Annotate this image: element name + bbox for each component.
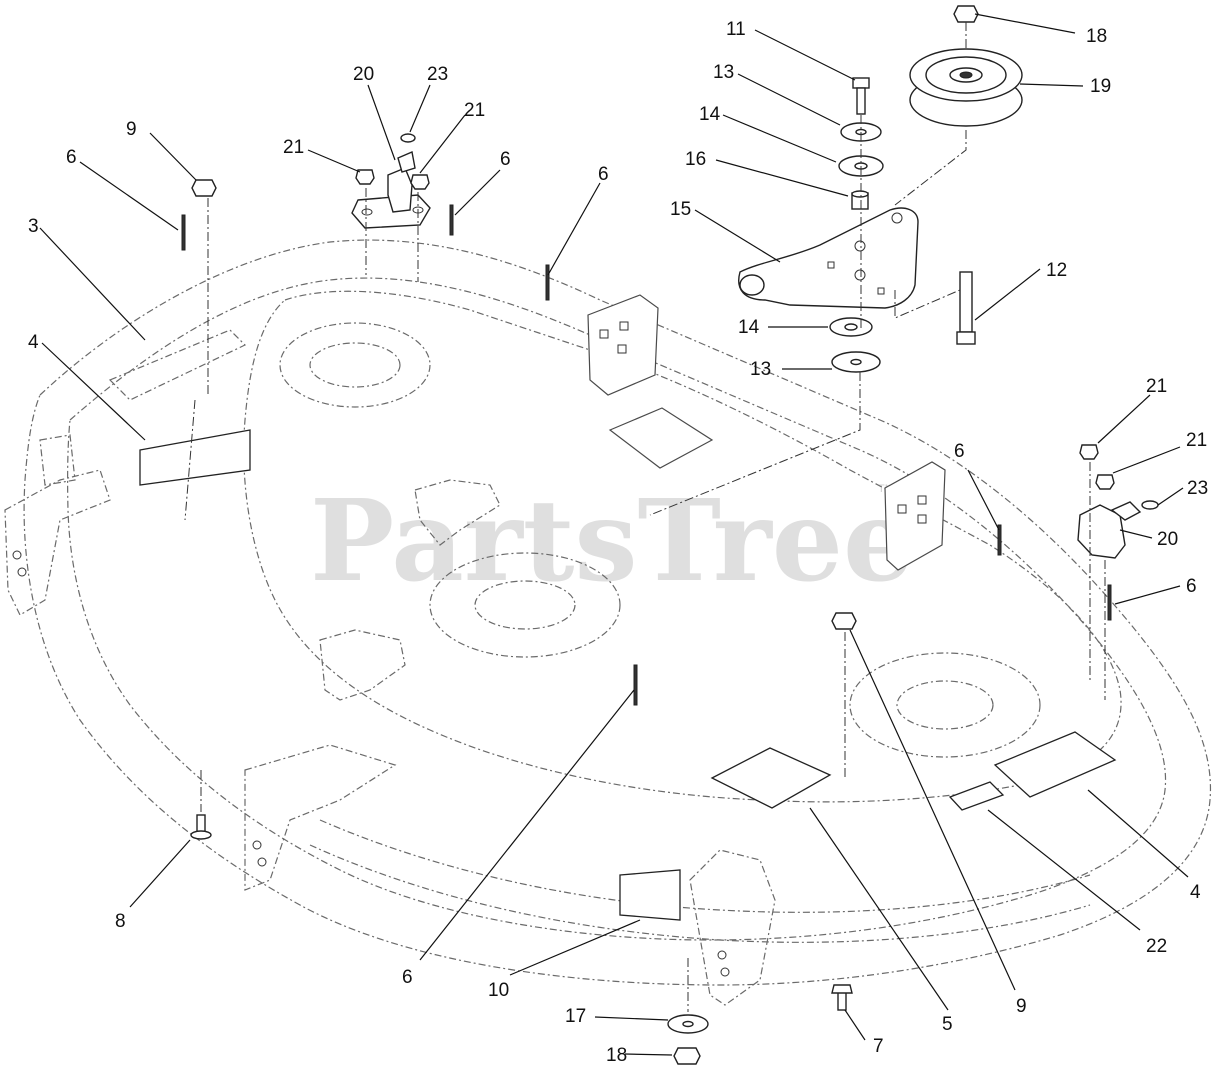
callout-15: 15	[670, 199, 691, 220]
idler-pulley-assembly	[649, 5, 1023, 516]
callout-11: 11	[726, 19, 746, 40]
callout-17: 17	[565, 1006, 586, 1027]
decal-5	[710, 747, 832, 809]
callout-9-right: 9	[1016, 996, 1027, 1017]
callout-3: 3	[28, 216, 39, 237]
callout-4-left: 4	[28, 332, 39, 353]
grease-fitting-left	[184, 133, 431, 521]
callout-21-d: 21	[1186, 430, 1207, 451]
callout-20-left: 20	[353, 64, 374, 85]
callout-9-left: 9	[126, 119, 137, 140]
callout-6-a: 6	[66, 147, 77, 168]
callout-16: 16	[685, 149, 706, 170]
callout-12: 12	[1046, 260, 1067, 281]
hardware	[181, 179, 1112, 1065]
decal-4-right	[993, 731, 1117, 798]
callout-6-e: 6	[1186, 576, 1197, 597]
callout-4-right: 4	[1190, 882, 1201, 903]
mower-deck-housing	[23, 239, 1212, 986]
nut-9-right	[831, 612, 857, 630]
belt-guard-brackets	[587, 294, 946, 571]
callout-5: 5	[942, 1014, 953, 1035]
leader-lines	[39, 13, 1189, 1056]
callout-6-b: 6	[500, 149, 511, 170]
callout-21-c: 21	[1146, 376, 1167, 397]
callout-19: 19	[1090, 76, 1111, 97]
callout-8: 8	[115, 911, 126, 932]
callout-23-right: 23	[1187, 478, 1208, 499]
callout-18-bottom: 18	[606, 1045, 627, 1066]
callout-6-d: 6	[954, 441, 965, 462]
callout-20-right: 20	[1157, 529, 1178, 550]
decal-22	[948, 781, 1005, 811]
callout-labels: 3 4 4 5 6 6 6 6 6 6 7 8 9 9 10 11 12 13 …	[28, 19, 1208, 1066]
callout-7: 7	[873, 1036, 884, 1057]
deck-brackets	[4, 329, 776, 1006]
callout-14-top: 14	[699, 104, 721, 125]
decal-4-left	[139, 429, 251, 486]
callout-23-left: 23	[427, 64, 448, 85]
callout-10: 10	[488, 980, 509, 1001]
watermark-text: PartsTree	[310, 476, 914, 607]
callout-14-bottom: 14	[738, 317, 760, 338]
callout-21-b: 21	[464, 100, 485, 121]
callout-18-top: 18	[1086, 26, 1107, 47]
decals	[139, 429, 1117, 921]
callout-22: 22	[1146, 936, 1167, 957]
grease-fitting-right	[1077, 444, 1159, 700]
callout-6-c: 6	[598, 164, 609, 185]
decal-10	[619, 869, 681, 921]
nut-9-left	[191, 179, 217, 197]
callout-6-f: 6	[402, 967, 413, 988]
watermark: PartsTree TM	[310, 476, 914, 607]
callout-21-a: 21	[283, 137, 304, 158]
callout-13-top: 13	[713, 62, 734, 83]
callout-13-bottom: 13	[750, 359, 771, 380]
